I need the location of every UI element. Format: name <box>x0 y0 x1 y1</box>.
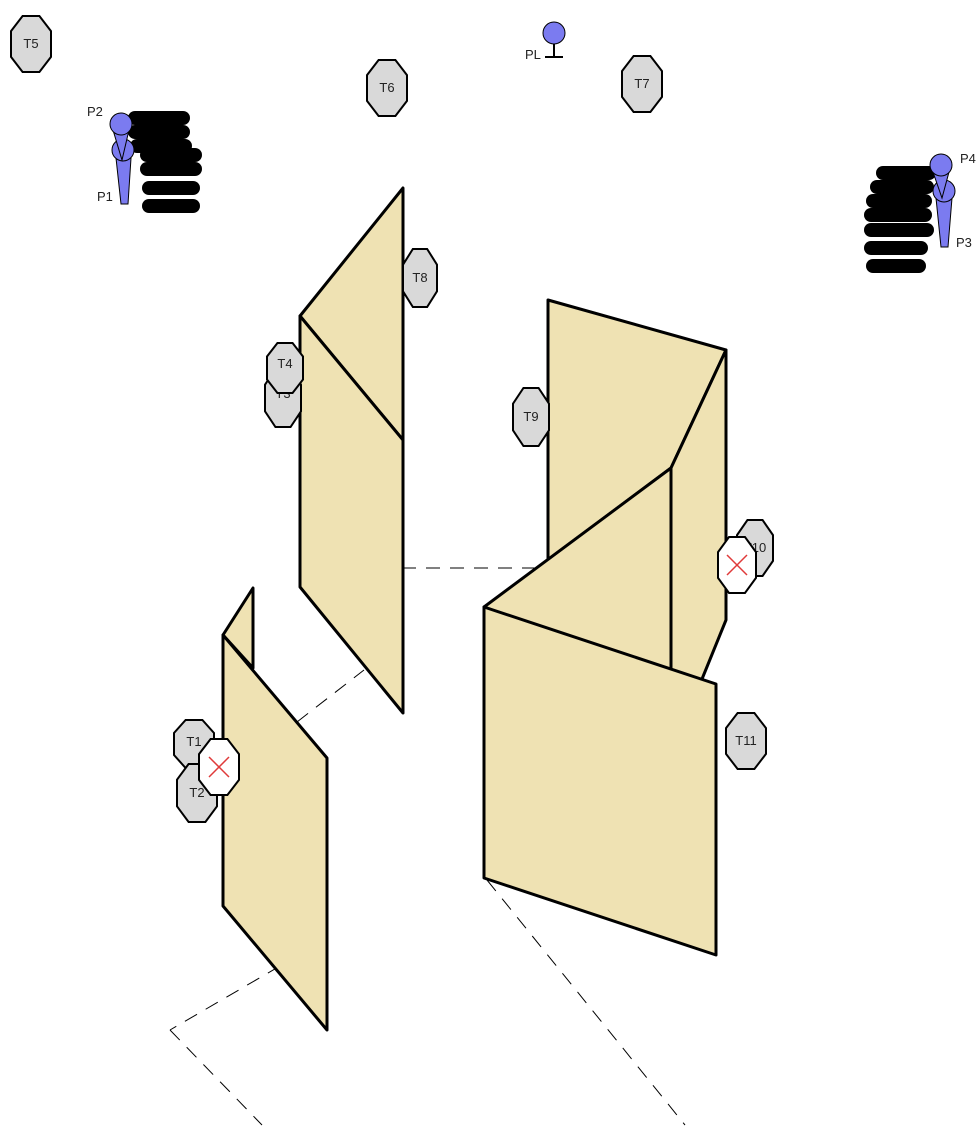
barrel-stacks <box>128 111 936 273</box>
target-label-t6: T6 <box>379 80 394 95</box>
shooter-position-label-p4: P4 <box>960 151 976 166</box>
octagon-target-icon: T7 <box>621 55 663 113</box>
no-shoot-x-icon <box>198 738 240 796</box>
wall-right-front-panel <box>482 605 718 957</box>
start-position-pin-icon <box>542 21 566 58</box>
target-label-t8: T8 <box>412 270 427 285</box>
octagon-target-icon: T11 <box>725 712 767 770</box>
shooter-position-icon: P4 <box>929 151 976 200</box>
barrel-icon <box>140 148 202 162</box>
barrel-icon <box>142 199 200 213</box>
octagon-target-icon: T5 <box>10 15 52 73</box>
target-label-t7: T7 <box>634 76 649 91</box>
no-shoot-mark <box>208 756 230 778</box>
target-label-t2: T2 <box>189 785 204 800</box>
barrel-icon <box>864 223 934 237</box>
barrel-icon <box>140 162 202 176</box>
fault-line-left-upper <box>296 669 365 723</box>
barrel-stack-icon <box>128 111 202 213</box>
barrel-icon <box>142 181 200 195</box>
shooter-position-icon: P1 <box>97 138 135 205</box>
barrel-stack-icon <box>864 166 936 273</box>
barrel-icon <box>864 241 928 255</box>
shooter-position-icon: P2 <box>87 104 133 162</box>
shooter-position-label-p3: P3 <box>956 235 972 250</box>
barrel-icon <box>876 166 936 180</box>
barrel-icon <box>866 259 926 273</box>
wall-left-panel <box>298 314 405 715</box>
octagon-target-icon: T4 <box>266 342 304 394</box>
shooter-position-label-p2: P2 <box>87 104 103 119</box>
target-plate <box>621 55 663 113</box>
walls <box>221 186 728 1032</box>
target-plate <box>266 342 304 394</box>
octagon-target-icon: T9 <box>512 387 550 447</box>
shooter-position-head <box>929 153 953 177</box>
barrel-icon <box>866 194 932 208</box>
wall-lower-left-panel <box>221 633 329 1032</box>
targets: T1T2T3T4T5T6T7T8T9T10T11 <box>10 15 774 823</box>
target-plate <box>10 15 52 73</box>
barrel-icon <box>128 111 190 125</box>
shooter-position-label-p1: P1 <box>97 189 113 204</box>
fault-lines <box>169 567 686 1126</box>
target-plate <box>402 248 438 308</box>
target-plate <box>725 712 767 770</box>
target-label-t4: T4 <box>277 356 292 371</box>
target-label-t11: T11 <box>735 733 756 748</box>
target-plate <box>512 387 550 447</box>
shooter-position-body <box>935 197 953 248</box>
barrel-icon <box>864 208 932 222</box>
fault-line-left-corner <box>169 1029 263 1126</box>
start-position-label: PL <box>525 47 541 62</box>
target-label-t1: T1 <box>186 734 201 749</box>
shooter-position-head <box>109 112 133 136</box>
fault-line-left-lower <box>169 965 281 1031</box>
no-shoot-x-icon <box>717 536 757 594</box>
octagon-target-icon: T6 <box>366 59 408 117</box>
octagon-target-icon: T8 <box>402 248 438 308</box>
no-shoot-mark <box>726 554 748 576</box>
barrel-icon <box>870 180 934 194</box>
target-label-t9: T9 <box>523 409 538 424</box>
shooter-position-icon: P3 <box>932 179 972 250</box>
target-plate <box>366 59 408 117</box>
target-label-t5: T5 <box>23 36 38 51</box>
barrel-icon <box>128 125 190 139</box>
start-pin-head <box>542 21 566 45</box>
fault-line-right-lower <box>486 879 686 1126</box>
shooter-position-body <box>115 157 132 205</box>
